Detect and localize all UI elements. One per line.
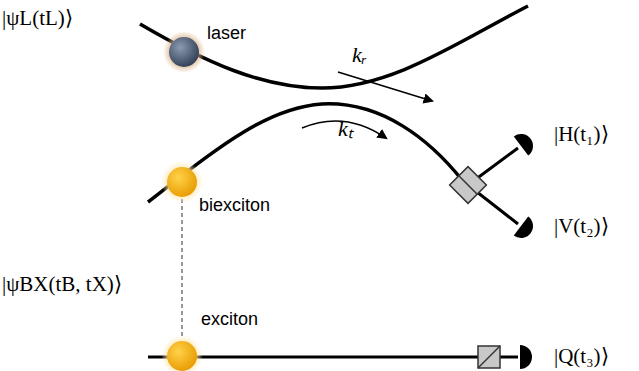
exciton-sphere: exciton bbox=[165, 339, 199, 371]
beam-splitter bbox=[450, 167, 487, 204]
sphere-graphic bbox=[165, 165, 199, 199]
correlation-link bbox=[181, 199, 183, 339]
biexciton-state: |ψBX(tB, tX)⟩ bbox=[2, 272, 122, 297]
detector-state: |H(t₁)⟩ bbox=[554, 122, 609, 147]
h-detector bbox=[514, 129, 538, 155]
particle-label: laser bbox=[207, 23, 246, 44]
sphere-graphic bbox=[165, 339, 199, 371]
particle-label: exciton bbox=[201, 309, 258, 330]
kr-arrow bbox=[338, 72, 432, 101]
detector-state: |V(t₂)⟩ bbox=[554, 214, 609, 239]
biexciton-sphere: biexciton bbox=[165, 165, 199, 199]
laser-sphere: laser bbox=[167, 35, 201, 69]
laser-waveguide bbox=[140, 6, 528, 88]
particle-label: biexciton bbox=[199, 195, 270, 216]
laser-state: |ψL(tL)⟩ bbox=[2, 6, 73, 31]
sphere-graphic bbox=[167, 35, 201, 69]
biexciton-waveguide bbox=[148, 104, 462, 202]
q-detector bbox=[520, 345, 532, 369]
detector-state: |Q(t₃)⟩ bbox=[554, 344, 609, 369]
v-detector bbox=[514, 216, 538, 242]
wavevector-label: kᵣ bbox=[352, 42, 367, 68]
wavevector-label: kₜ bbox=[338, 112, 353, 142]
exciton-waveguide bbox=[148, 356, 518, 359]
polarizer bbox=[478, 346, 500, 368]
